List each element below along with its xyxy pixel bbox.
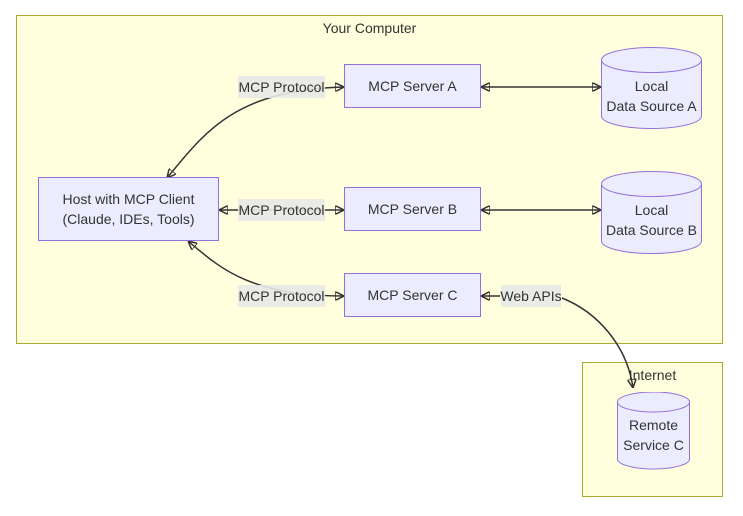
node-host-line1: Host with MCP Client: [62, 191, 195, 207]
edge-label-mcp-protocol-a: MCP Protocol: [238, 76, 325, 98]
node-remote-service-c: Remote Service C: [617, 392, 690, 470]
node-data-a-line2: Data Source A: [606, 97, 697, 114]
cylinder-shape-icon: [601, 47, 702, 129]
node-host-line2: (Claude, IDEs, Tools): [62, 211, 195, 227]
node-mcp-server-a: MCP Server A: [344, 64, 481, 108]
node-host-mcp-client: Host with MCP Client (Claude, IDEs, Tool…: [38, 177, 219, 241]
node-mcp-server-b: MCP Server B: [344, 187, 481, 231]
node-data-b-line1: Local: [634, 202, 669, 218]
node-data-b-line2: Data Source B: [605, 222, 698, 238]
group-your-computer-label: Your Computer: [322, 20, 417, 36]
node-mcp-server-c-label: MCP Server C: [367, 287, 458, 303]
cylinder-shape-icon: [601, 171, 702, 254]
edge-label-mcp-protocol-c: MCP Protocol: [238, 285, 325, 307]
node-mcp-server-a-label: MCP Server A: [368, 78, 457, 94]
node-local-data-source-a: Local Data Source A: [601, 47, 702, 129]
node-remote-c-line1: Remote: [628, 417, 679, 433]
node-mcp-server-c: MCP Server C: [344, 273, 481, 317]
cylinder-shape-icon: [617, 392, 690, 470]
node-mcp-server-b-label: MCP Server B: [367, 201, 458, 217]
node-local-data-source-b: Local Data Source B: [601, 171, 702, 254]
edge-label-web-apis: Web APIs: [500, 285, 562, 307]
node-data-a-line1: Local: [634, 77, 669, 94]
node-remote-c-line2: Service C: [623, 437, 684, 453]
edge-label-mcp-protocol-b: MCP Protocol: [238, 199, 325, 221]
group-internet-label: Internet: [628, 367, 677, 383]
